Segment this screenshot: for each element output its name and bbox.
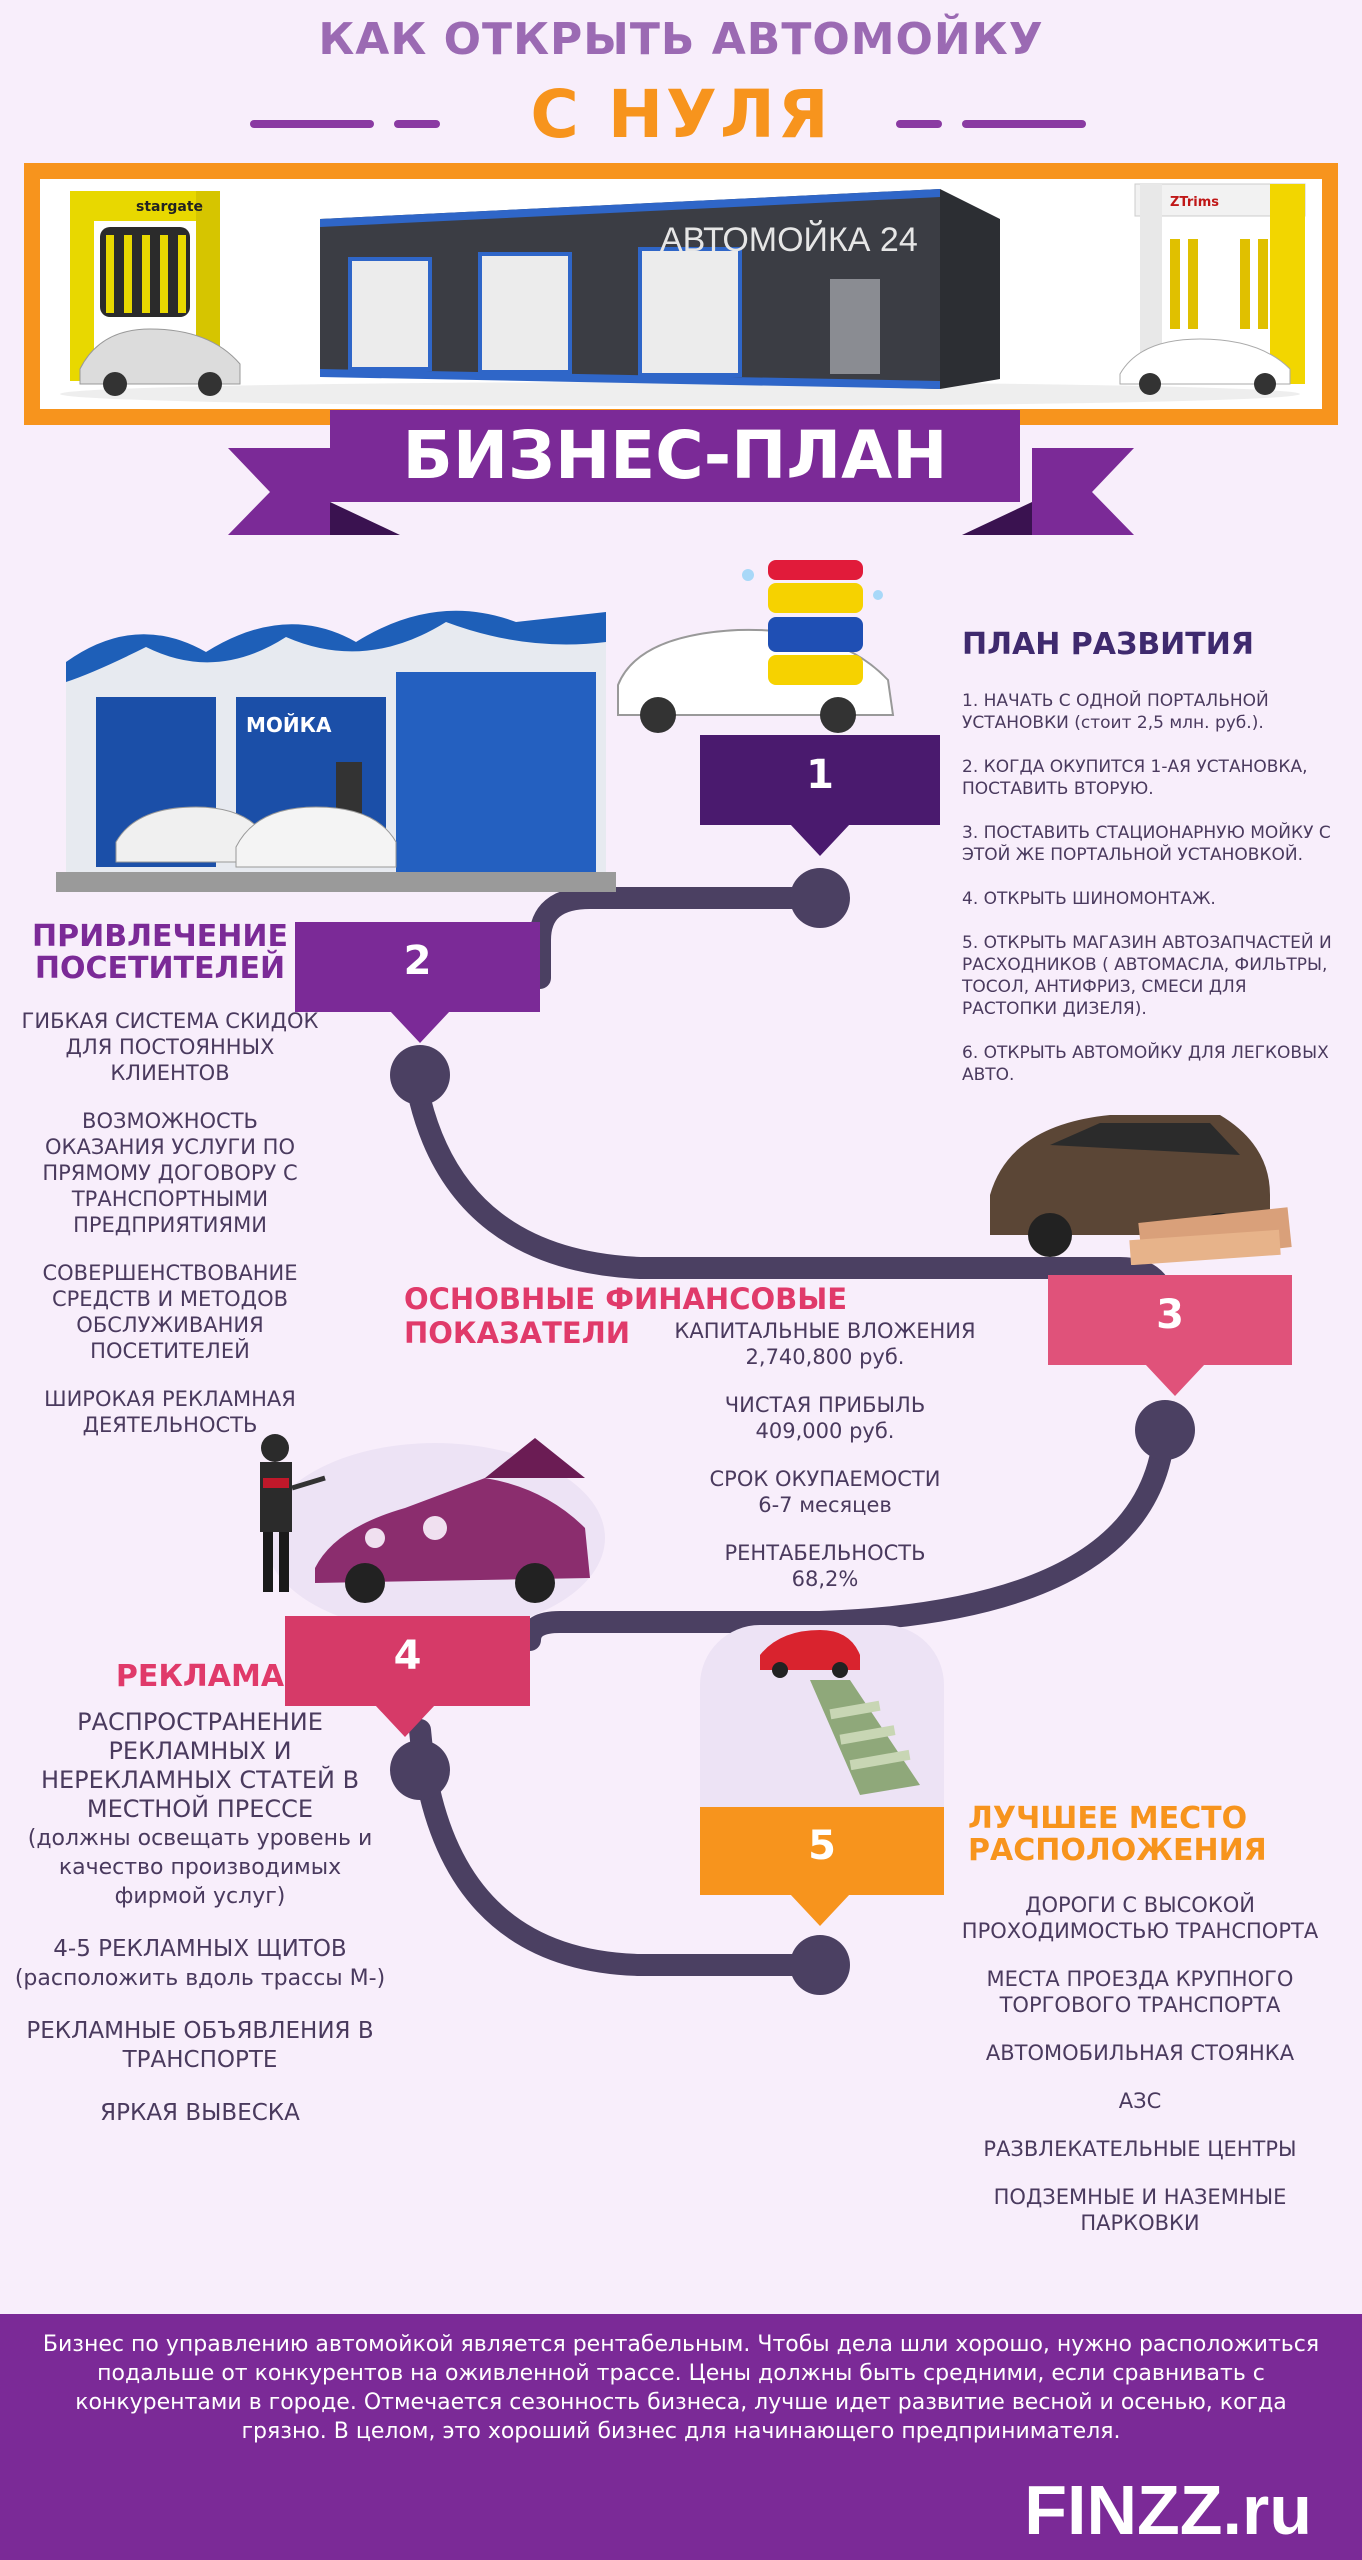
section2-item: ШИРОКАЯ РЕКЛАМНАЯ ДЕЯТЕЛЬНОСТЬ (44, 1387, 296, 1437)
section1-item: 1. НАЧАТЬ С ОДНОЙ ПОРТАЛЬНОЙ УСТАНОВКИ (… (962, 691, 1269, 733)
kpi-profitability: РЕНТАБЕЛЬНОСТЬ 68,2% (620, 1540, 1030, 1592)
building-sign: АВТОМОЙКА 24 (660, 221, 918, 259)
kpi-value: 6-7 месяцев (758, 1493, 892, 1517)
section1-title: ПЛАН РАЗВИТИЯ (962, 627, 1254, 662)
badge-2-pointer (390, 1011, 450, 1043)
carwash-building-image: АВТОМОЙКА 24 (320, 189, 1000, 389)
section4-item: РАСПРОСТРАНЕНИЕ РЕКЛАМНЫХ И НЕРЕКЛАМНЫХ … (40, 1708, 360, 1823)
kpi-label: РЕНТАБЕЛЬНОСТЬ (724, 1541, 926, 1565)
section2-item: ГИБКАЯ СИСТЕМА СКИДОК ДЛЯ ПОСТОЯННЫХ КЛИ… (21, 1009, 319, 1085)
section5-item: АЗС (1118, 2089, 1162, 2113)
section4-item: РЕКЛАМНЫЕ ОБЪЯВЛЕНИЯ В ТРАНСПОРТЕ (26, 2018, 374, 2073)
footer-summary: Бизнес по управлению автомойкой является… (42, 2332, 1320, 2444)
hero-illustration: stargate АВТОМОЙКА 24 (60, 183, 1306, 406)
path-node-2 (390, 1045, 450, 1105)
section3-title: ОСНОВНЫЕ ФИНАНСОВЫЕ ПОКАЗАТЕЛИ (404, 1282, 848, 1350)
section4-item: ЯРКАЯ ВЫВЕСКА (100, 2100, 300, 2126)
kpi-label: КАПИТАЛЬНЫЕ ВЛОЖЕНИЯ (674, 1319, 976, 1343)
section1-item: 6. ОТКРЫТЬ АВТОМОЙКУ ДЛЯ ЛЕГКОВЫХ АВТО. (962, 1043, 1329, 1085)
section4-list: РАСПРОСТРАНЕНИЕ РЕКЛАМНЫХ И НЕРЕКЛАМНЫХ … (10, 1708, 390, 2128)
section4-title: РЕКЛАМА (115, 1659, 285, 1694)
path-node-1 (790, 868, 850, 928)
self-service-sign: МОЙКА (246, 713, 332, 737)
badge-2 (295, 922, 540, 1012)
section2-title-line2: ПОСЕТИТЕЛЕЙ (34, 951, 286, 986)
badge-1-number: 1 (806, 752, 834, 798)
path-node-3 (1135, 1400, 1195, 1460)
title-dash-right-long (962, 120, 1086, 128)
section5-list: ДОРОГИ С ВЫСОКОЙ ПРОХОДИМОСТЬЮ ТРАНСПОРТ… (960, 1892, 1320, 2258)
badge-4 (285, 1616, 530, 1706)
kpi-capital: КАПИТАЛЬНЫЕ ВЛОЖЕНИЯ 2,740,800 руб. (620, 1318, 1030, 1370)
ribbon-title: БИЗНЕС-ПЛАН (330, 410, 1020, 502)
section1-item: 4. ОТКРЫТЬ ШИНОМОНТАЖ. (962, 889, 1216, 909)
section5-item: РАЗВЛЕКАТЕЛЬНЫЕ ЦЕНТРЫ (983, 2137, 1297, 2161)
badge-5-pointer (790, 1894, 850, 1926)
kpi-value: 2,740,800 руб. (745, 1345, 905, 1369)
section1-list: 1. НАЧАТЬ С ОДНОЙ ПОРТАЛЬНОЙ УСТАНОВКИ (… (962, 690, 1332, 1108)
badge-5-number: 5 (808, 1823, 836, 1869)
title-dash-left-short (394, 120, 440, 128)
self-service-carwash-image: МОЙКА (56, 610, 616, 892)
kpi-label: СРОК ОКУПАЕМОСТИ (709, 1467, 941, 1491)
badge-3-pointer (1145, 1364, 1205, 1396)
badge-1-pointer (790, 824, 850, 856)
ribbon-shape (228, 448, 1134, 535)
footer-band (0, 2314, 1362, 2560)
page-title-line1: КАК ОТКРЫТЬ АВТОМОЙКУ (318, 14, 1044, 65)
section5-item: МЕСТА ПРОЕЗДА КРУПНОГО ТОРГОВОГО ТРАНСПО… (986, 1967, 1294, 2017)
section5-title-line2: РАСПОЛОЖЕНИЯ (968, 1833, 1267, 1868)
car-money-road-image (760, 1630, 920, 1795)
page-title-line2: С НУЛЯ (530, 76, 832, 153)
kpi-label: ЧИСТАЯ ПРИБЫЛЬ (724, 1393, 926, 1417)
car-wash-splash-image (617, 560, 895, 733)
title-dash-left-long (250, 120, 374, 128)
brand-logo[interactable]: FINZZ.ru (1024, 2471, 1312, 2549)
kpi-value: 409,000 руб. (755, 1419, 895, 1443)
section4-item-note: (расположить вдоль трассы М-) (14, 1966, 386, 1991)
washer-worker-image (260, 1434, 605, 1618)
badge-5 (700, 1807, 944, 1895)
right-wash-machine-image: ZTrims (1119, 183, 1306, 395)
section1-item: 2. КОГДА ОКУПИТСЯ 1-АЯ УСТАНОВКА, ПОСТАВ… (962, 757, 1308, 799)
badge-3-number: 3 (1156, 1292, 1184, 1338)
section2-title-line1: ПРИВЛЕЧЕНИЕ (32, 919, 288, 954)
hero-banner: stargate АВТОМОЙКА 24 (24, 163, 1338, 425)
kpi-payback: СРОК ОКУПАЕМОСТИ 6-7 месяцев (620, 1466, 1030, 1518)
section5-item: ПОДЗЕМНЫЕ И НАЗЕМНЫЕ ПАРКОВКИ (993, 2185, 1287, 2235)
badge-1 (700, 735, 940, 825)
left-wash-machine-image: stargate (70, 191, 241, 396)
kpi-net-profit: ЧИСТАЯ ПРИБЫЛЬ 409,000 руб. (620, 1392, 1030, 1444)
section2-item: ВОЗМОЖНОСТЬ ОКАЗАНИЯ УСЛУГИ ПО ПРЯМОМУ Д… (42, 1109, 298, 1237)
left-machine-brand: stargate (136, 199, 203, 215)
section5-item: ДОРОГИ С ВЫСОКОЙ ПРОХОДИМОСТЬЮ ТРАНСПОРТ… (961, 1893, 1319, 1943)
path-node-5 (790, 1935, 850, 1995)
badge-2-number: 2 (403, 938, 432, 984)
suv-money-image (990, 1115, 1292, 1265)
badge-4-pointer (375, 1705, 435, 1737)
path-node-4 (390, 1740, 450, 1800)
title-dash-right-short (896, 120, 942, 128)
section4-item-note: (должны освещать уровень и качество прои… (27, 1826, 373, 1909)
section1-item: 5. ОТКРЫТЬ МАГАЗИН АВТОЗАПЧАСТЕЙ И РАСХО… (962, 933, 1332, 1019)
badge-3 (1048, 1275, 1292, 1365)
section4-item: 4-5 РЕКЛАМНЫХ ЩИТОВ (53, 1936, 347, 1962)
section1-item: 3. ПОСТАВИТЬ СТАЦИОНАРНУЮ МОЙКУ С ЭТОЙ Ж… (962, 823, 1331, 865)
section5-item: АВТОМОБИЛЬНАЯ СТОЯНКА (985, 2041, 1295, 2065)
kpi-value: 68,2% (791, 1567, 859, 1591)
section2-list: ГИБКАЯ СИСТЕМА СКИДОК ДЛЯ ПОСТОЯННЫХ КЛИ… (20, 1008, 320, 1460)
badge-4-number: 4 (393, 1633, 422, 1679)
section2-item: СОВЕРШЕНСТВОВАНИЕ СРЕДСТВ И МЕТОДОВ ОБСЛ… (42, 1261, 298, 1363)
section5-title-line1: ЛУЧШЕЕ МЕСТО (968, 1801, 1248, 1836)
right-machine-brand: ZTrims (1170, 195, 1219, 210)
section3-list: КАПИТАЛЬНЫЕ ВЛОЖЕНИЯ 2,740,800 руб. ЧИСТ… (620, 1318, 1030, 1592)
